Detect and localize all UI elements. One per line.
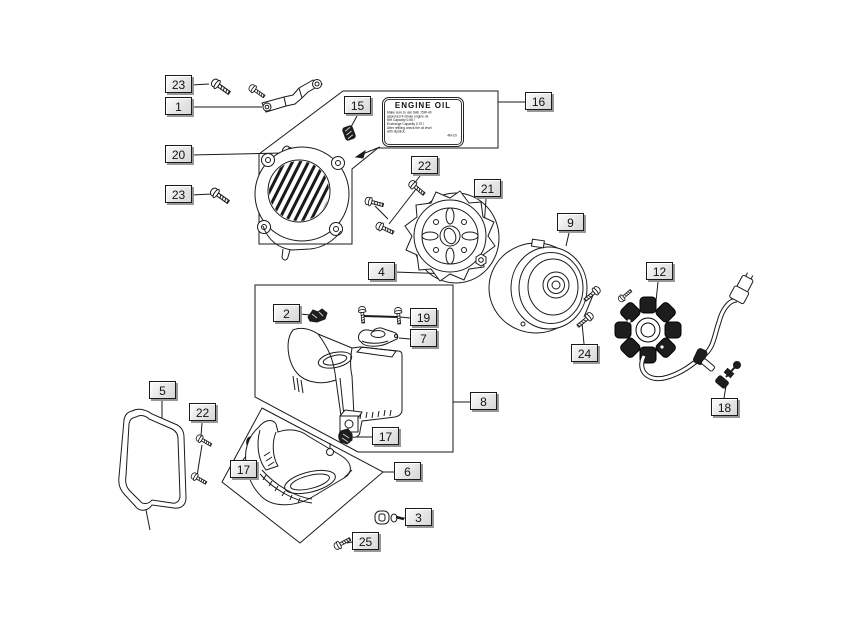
callout-17-b[interactable]: 17 [230, 460, 257, 478]
bolt-set-22 [363, 178, 428, 238]
fan-drawing [404, 190, 500, 284]
callout-8[interactable]: 8 [470, 392, 497, 410]
bolt-set-19 [357, 305, 404, 325]
callout-4[interactable]: 4 [368, 262, 395, 280]
gasket-drawing [118, 408, 187, 531]
callout-16[interactable]: 16 [525, 92, 552, 110]
callout-6[interactable]: 6 [394, 462, 421, 480]
bolt-set-24 [574, 284, 603, 330]
upper-shroud-drawing [287, 327, 403, 438]
callout-24[interactable]: 24 [571, 344, 598, 362]
wire-clamp-18-drawing [715, 361, 741, 389]
stud-22-lower [189, 432, 214, 487]
fan-cover-drawing [254, 146, 350, 261]
shroud-group-box-outline [254, 284, 454, 453]
bolt-23-top [209, 76, 233, 98]
oil-sticker-drawing [342, 125, 356, 141]
clip-17-right [338, 428, 353, 445]
callout-9[interactable]: 9 [557, 213, 584, 231]
screw-25-drawing [332, 534, 353, 552]
stator-drawing [614, 287, 682, 364]
oil-line: approved 4-stroke engine oil. [387, 114, 429, 119]
lower-shroud-group-box-outline [221, 407, 384, 544]
callout-15[interactable]: 15 [344, 96, 371, 114]
callout-18[interactable]: 18 [711, 398, 738, 416]
oil-line: Exchange Capacity 0.70 l [387, 122, 424, 126]
callout-3[interactable]: 3 [405, 508, 432, 526]
callout-19[interactable]: 19 [410, 308, 437, 326]
cap-7-drawing [358, 327, 399, 347]
callout-12[interactable]: 12 [646, 262, 673, 280]
lower-shroud-drawing [245, 420, 353, 506]
bolt-bracket [247, 82, 267, 101]
clamp-3-drawing [374, 510, 405, 525]
oil-line: Make sure to use SAE 15W-40 [387, 111, 432, 115]
callout-20[interactable]: 20 [165, 145, 192, 163]
callout-23-a[interactable]: 23 [165, 75, 192, 93]
oil-line: After refilling check the oil level [387, 126, 432, 130]
callout-21[interactable]: 21 [474, 179, 501, 197]
callout-23-b[interactable]: 23 [165, 185, 192, 203]
callout-25[interactable]: 25 [352, 532, 379, 550]
oil-line: Net Capacity 0.65 l [387, 118, 415, 123]
engine-oil-label: ENGINE OIL Make sure to use SAE 15W-40 a… [382, 97, 464, 147]
clip-2-drawing [307, 308, 328, 323]
bracket-drawing [261, 79, 324, 113]
bolt-23-bottom [208, 185, 232, 207]
callout-1[interactable]: 1 [165, 97, 192, 115]
callout-5[interactable]: 5 [149, 381, 176, 399]
stator-wire-harness [639, 272, 754, 381]
callout-22-b[interactable]: 22 [189, 403, 216, 421]
oil-line: with dipstick. [387, 130, 406, 134]
flywheel-drawing [488, 238, 588, 334]
engine-oil-label-frame: ENGINE OIL Make sure to use SAE 15W-40 a… [384, 99, 462, 145]
callout-2[interactable]: 2 [273, 304, 300, 322]
sticker-placement-arrow [354, 146, 381, 159]
callout-22-a[interactable]: 22 [411, 156, 438, 174]
nut-drawing [475, 253, 487, 267]
engine-oil-text: Make sure to use SAE 15W-40 approved 4-s… [387, 111, 459, 138]
oil-label-code: 4M-C0 [447, 133, 457, 138]
engine-oil-title: ENGINE OIL [394, 101, 452, 110]
callout-7[interactable]: 7 [410, 329, 437, 347]
callout-17-a[interactable]: 17 [372, 427, 399, 445]
